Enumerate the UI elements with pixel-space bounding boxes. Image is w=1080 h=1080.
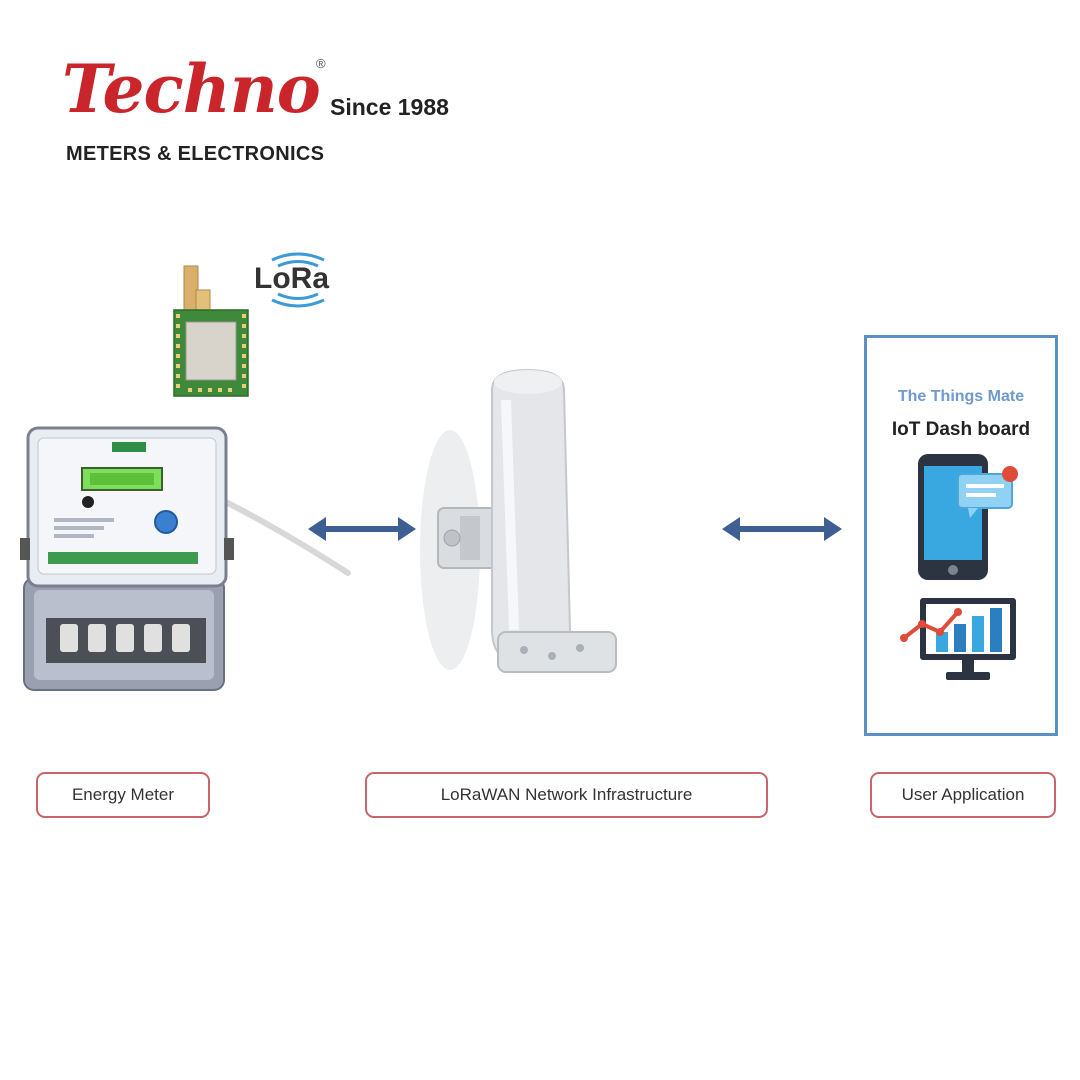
double-arrow-icon <box>308 517 416 541</box>
stage-label-energy-meter: Energy Meter <box>36 772 210 818</box>
dashboard-brand: The Things Mate <box>897 388 1025 405</box>
lora-module-icon <box>173 265 249 397</box>
lora-signal-icon <box>271 252 325 308</box>
lora-logo: LoRa <box>254 262 329 295</box>
stage-label-lorawan-network: LoRaWAN Network Infrastructure <box>365 772 768 818</box>
analytics-monitor-icon <box>900 598 1016 680</box>
stage-label-user-application: User Application <box>870 772 1056 818</box>
energy-meter-icon <box>20 426 351 691</box>
dashboard-title: IoT Dash board <box>891 419 1031 440</box>
brand-tagline: METERS & ELECTRONICS <box>66 143 325 165</box>
registered-mark: ® <box>316 56 326 71</box>
brand-since: Since 1988 <box>330 94 449 120</box>
gateway-antenna-icon <box>420 368 617 673</box>
double-arrow-icon <box>722 517 842 541</box>
chat-bubble-icon <box>957 466 1018 518</box>
brand-logo: Techno <box>62 50 321 128</box>
